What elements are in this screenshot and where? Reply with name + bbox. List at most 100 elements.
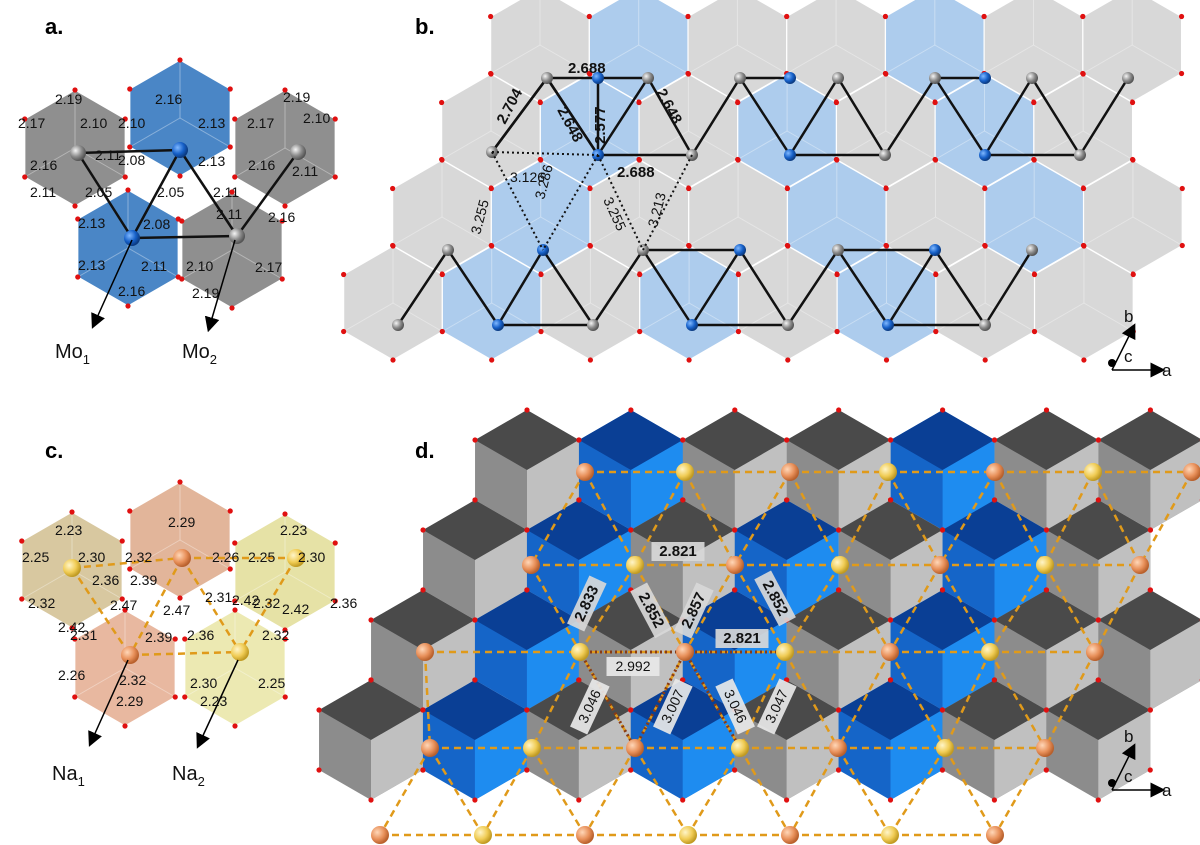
na2-arrow [196, 659, 239, 749]
oxygen-atom [1095, 497, 1101, 503]
oxygen-atom [628, 407, 634, 413]
distance-label: 2.25 [258, 675, 285, 691]
oxygen-atom [472, 617, 478, 623]
oxygen-atom [182, 636, 188, 642]
oxygen-atom [472, 497, 478, 503]
oxygen-atom [282, 87, 288, 93]
distance-label: 2.10 [80, 115, 107, 131]
distance-label: 2.10 [303, 110, 330, 126]
distance-label: 2.16 [268, 209, 295, 225]
na1-atom [576, 463, 594, 481]
oxygen-atom [177, 57, 183, 63]
oxygen-atom [883, 185, 889, 192]
na2-atom [881, 826, 899, 844]
oxygen-atom [982, 185, 988, 192]
oxygen-atom [119, 596, 125, 602]
distance-label: 2.25 [22, 549, 49, 565]
oxygen-atom [834, 157, 840, 163]
na2-atom [676, 463, 694, 481]
oxygen-atom [991, 797, 998, 803]
mo2-atom [1122, 72, 1134, 84]
oxygen-atom [576, 437, 582, 443]
oxygen-atom [883, 357, 890, 363]
oxygen-atom [834, 271, 840, 278]
distance-label: 2.11 [141, 258, 167, 274]
mo1-atom [929, 244, 941, 256]
oxygen-atom [785, 357, 791, 363]
oxygen-atom [1095, 797, 1101, 803]
distance-label: 2.36 [92, 572, 119, 588]
oxygen-atom [1147, 407, 1153, 413]
oxygen-atom [69, 509, 75, 515]
distance-label: 2.11 [30, 184, 56, 200]
oxygen-atom [1147, 527, 1153, 533]
mo1-atom [686, 319, 698, 331]
panel-b-letter: b. [415, 14, 435, 39]
mo2-atom [442, 244, 454, 256]
na2-atom [831, 556, 849, 574]
oxygen-atom [524, 587, 530, 593]
oxygen-atom [887, 617, 894, 623]
na2-atom [63, 559, 81, 577]
oxygen-atom [69, 625, 75, 631]
oxygen-atom [127, 144, 133, 150]
distance-label: 2.17 [18, 115, 45, 131]
mo1-arrow [91, 239, 133, 329]
oxygen-atom [172, 636, 178, 642]
oxygen-atom [488, 71, 494, 77]
distance-label: 2.31 [70, 627, 97, 643]
distance-label: 2.42 [58, 619, 85, 635]
oxygen-atom [122, 116, 128, 122]
oxygen-atom [732, 587, 738, 593]
oxygen-atom [368, 797, 374, 803]
oxygen-atom [940, 407, 946, 413]
panel-b-axes: a b c [1108, 307, 1172, 380]
oxygen-atom [1031, 328, 1038, 335]
oxygen-atom [439, 328, 445, 335]
distance-label: 2.19 [283, 89, 310, 105]
oxygen-atom [229, 305, 235, 311]
panel-c-bonds [63, 549, 305, 664]
axis-c-d: c [1124, 767, 1133, 786]
panel-d-na-network [371, 463, 1200, 844]
panel-c-letter: c. [45, 438, 63, 463]
distance-label: 2.10 [186, 258, 213, 274]
oxygen-atom [887, 797, 894, 803]
oxygen-atom [177, 595, 183, 601]
oxygen-atom [72, 87, 78, 93]
oxygen-atom [489, 243, 495, 249]
oxygen-atom [636, 157, 643, 163]
distance-label: 2.08 [143, 216, 170, 232]
na2-atom [776, 643, 794, 661]
oxygen-atom [939, 587, 946, 593]
distance-label: 2.26 [212, 549, 239, 565]
mo2-atom [587, 319, 599, 331]
distance-label: 2.11 [95, 147, 121, 163]
distance-label: 2.29 [116, 693, 143, 709]
distance-label: 2.30 [78, 549, 105, 565]
oxygen-atom [390, 185, 396, 192]
oxygen-atom [991, 617, 998, 623]
oxygen-atom [576, 497, 582, 503]
oxygen-atom [125, 303, 131, 309]
oxygen-atom [1031, 99, 1037, 106]
distance-label: 2.05 [157, 184, 184, 200]
oxygen-atom [982, 243, 988, 249]
oxygen-atom [72, 636, 78, 642]
oxygen-atom [488, 13, 494, 20]
na2-atom [936, 739, 954, 757]
na1-atom [1183, 463, 1200, 481]
panel-d-letter: d. [415, 438, 435, 463]
oxygen-atom [785, 243, 791, 249]
mo1-atom [492, 319, 504, 331]
oxygen-atom [735, 157, 741, 163]
oxygen-atom [833, 99, 840, 106]
oxygen-atom [982, 357, 988, 363]
